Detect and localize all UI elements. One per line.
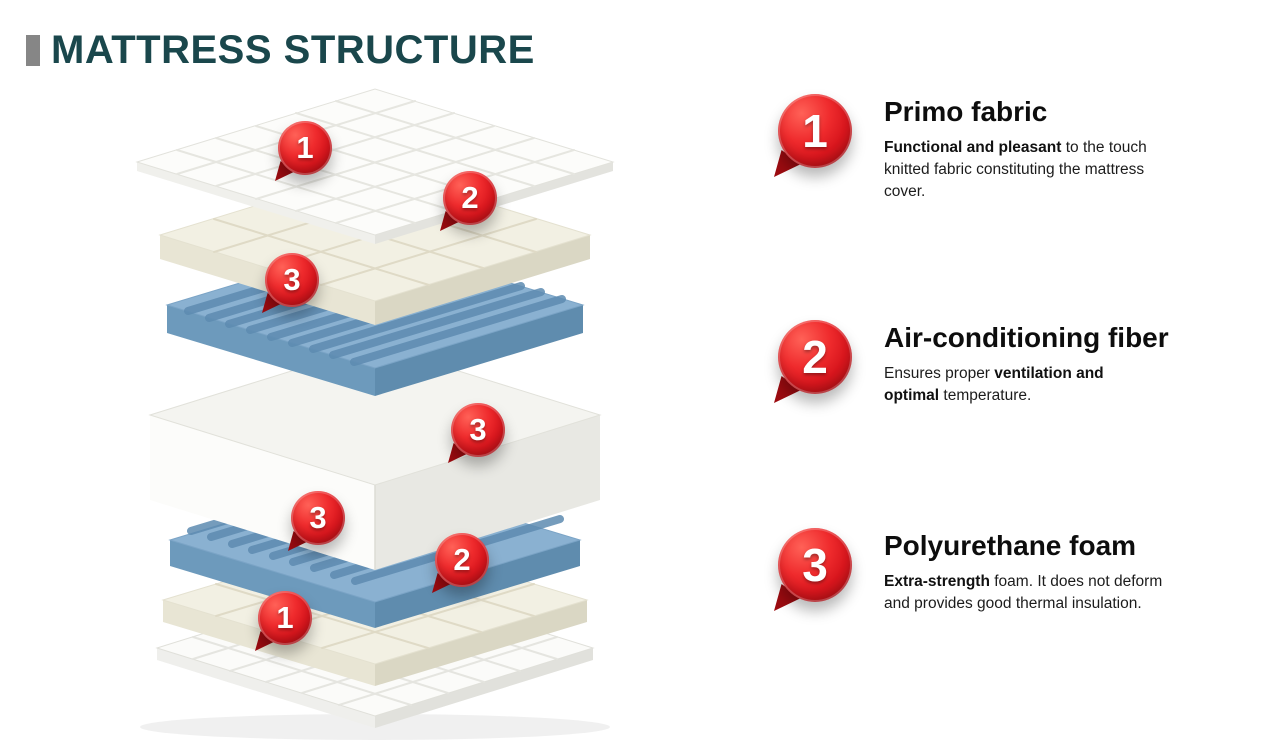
legend-text: Polyurethane foam Extra-strength foam. I… [884,528,1189,615]
legend-item-primo-fabric: 1 Primo fabric Functional and pleasant t… [774,94,1184,203]
legend-description: Ensures proper ventilation and optimal t… [884,365,1104,404]
badge-number: 1 [802,105,828,157]
mattress-illustration [135,88,615,740]
mattress-diagram: 1 2 3 3 3 2 1 [135,88,615,740]
badge-number: 2 [802,331,828,383]
legend-description: Extra-strength foam. It does not deform … [884,573,1163,612]
header: MATTRESS STRUCTURE [26,30,535,70]
badge-number: 2 [453,542,471,577]
legend-title: Polyurethane foam [884,530,1137,561]
legend-item-air-conditioning-fiber: 2 Air-conditioning fiber Ensures proper … [774,320,1169,407]
badge-number: 3 [469,412,487,447]
legend: 1 Primo fabric Functional and pleasant t… [774,0,1258,743]
diagram-badge-4: 3 [448,403,505,463]
diagram-badge-5: 3 [288,491,345,551]
badge-number: 1 [276,600,294,635]
legend-description: Functional and pleasant to the touch kni… [884,139,1147,200]
diagram-badge-2: 2 [440,171,497,231]
diagram-badge-6: 2 [432,533,489,593]
diagram-badge-3: 3 [262,253,319,313]
badge-number: 3 [283,262,301,297]
badge-number: 2 [461,180,479,215]
badge-number: 3 [309,500,327,535]
title-accent-bar-icon [26,34,40,66]
diagram-badge-1: 1 [275,121,332,181]
legend-badge-2: 2 [774,320,852,403]
legend-title: Primo fabric [884,96,1048,127]
legend-title: Air-conditioning fiber [884,322,1169,353]
badge-number: 1 [296,130,314,165]
legend-text: Air-conditioning fiber Ensures proper ve… [884,320,1169,407]
legend-text: Primo fabric Functional and pleasant to … [884,94,1184,203]
diagram-badge-7: 1 [255,591,312,651]
legend-badge-3: 3 [774,528,852,611]
legend-item-polyurethane-foam: 3 Polyurethane foam Extra-strength foam.… [774,528,1189,615]
page-title: MATTRESS STRUCTURE [51,28,535,72]
badge-number: 3 [802,539,828,591]
legend-badge-1: 1 [774,94,852,177]
